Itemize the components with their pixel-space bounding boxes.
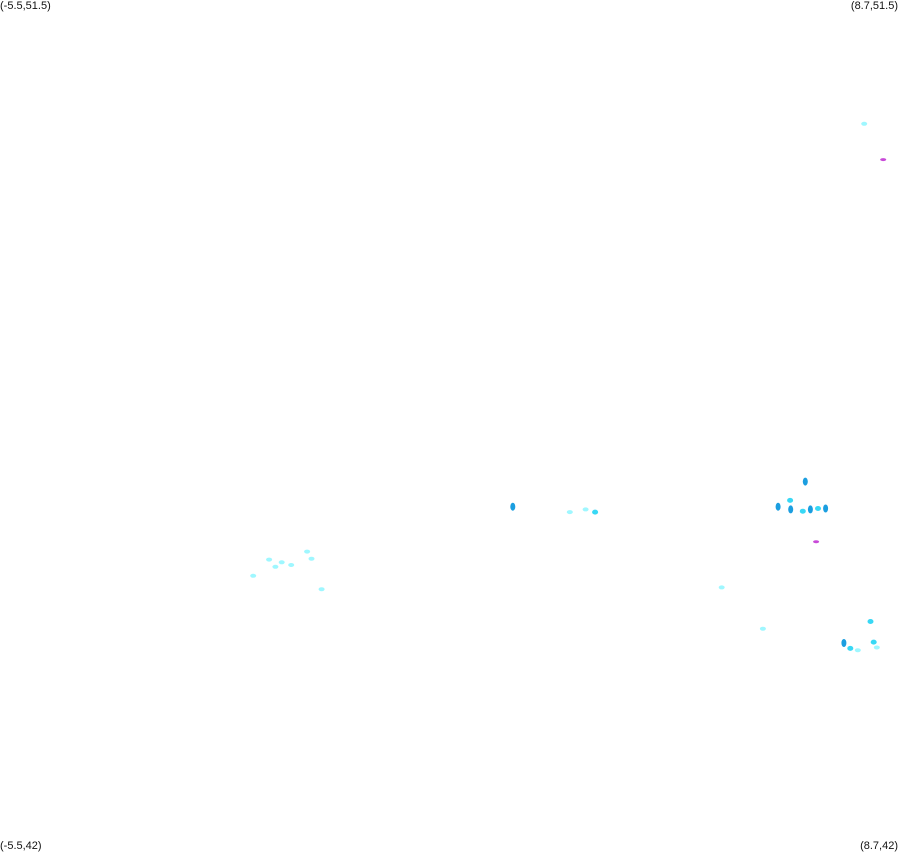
- precipitation-echo: [308, 556, 315, 561]
- precipitation-echo: [250, 573, 257, 578]
- precipitation-echo: [788, 505, 794, 514]
- precipitation-echo: [815, 506, 821, 511]
- precipitation-echo: [582, 507, 589, 512]
- precipitation-echo: [867, 619, 874, 624]
- precipitation-echo: [288, 563, 295, 567]
- precipitation-echo: [841, 639, 847, 647]
- precipitation-echo: [266, 557, 273, 562]
- precipitation-echo: [870, 639, 877, 645]
- precipitation-echo: [566, 510, 573, 515]
- precipitation-echo: [799, 508, 806, 514]
- precipitation-echo: [880, 158, 887, 162]
- precipitation-echo: [802, 477, 808, 486]
- precipitation-echo: [854, 648, 861, 653]
- precipitation-echo: [304, 549, 311, 554]
- precipitation-echo: [861, 121, 868, 126]
- precipitation-echo: [807, 505, 813, 514]
- precipitation-echo: [847, 645, 854, 651]
- precipitation-echo: [759, 626, 766, 631]
- precipitation-echo: [318, 587, 325, 592]
- precipitation-echo: [813, 540, 820, 544]
- precipitation-echo: [510, 502, 516, 511]
- corner-label-top-right: (8.7,51.5): [850, 0, 898, 12]
- corner-label-bottom-right: (8.7,42): [860, 840, 898, 852]
- precipitation-echo: [592, 509, 599, 515]
- corner-label-top-left: (-5.5,51.5): [0, 0, 51, 12]
- precipitation-echo: [278, 560, 285, 565]
- precipitation-echo: [775, 502, 781, 511]
- precipitation-echo: [787, 497, 794, 503]
- corner-label-bottom-left: (-5.5,42): [0, 840, 42, 852]
- precipitation-echo: [823, 504, 829, 513]
- precipitation-echo: [873, 645, 880, 650]
- precipitation-echo: [718, 585, 725, 590]
- precipitation-echo: [272, 564, 279, 569]
